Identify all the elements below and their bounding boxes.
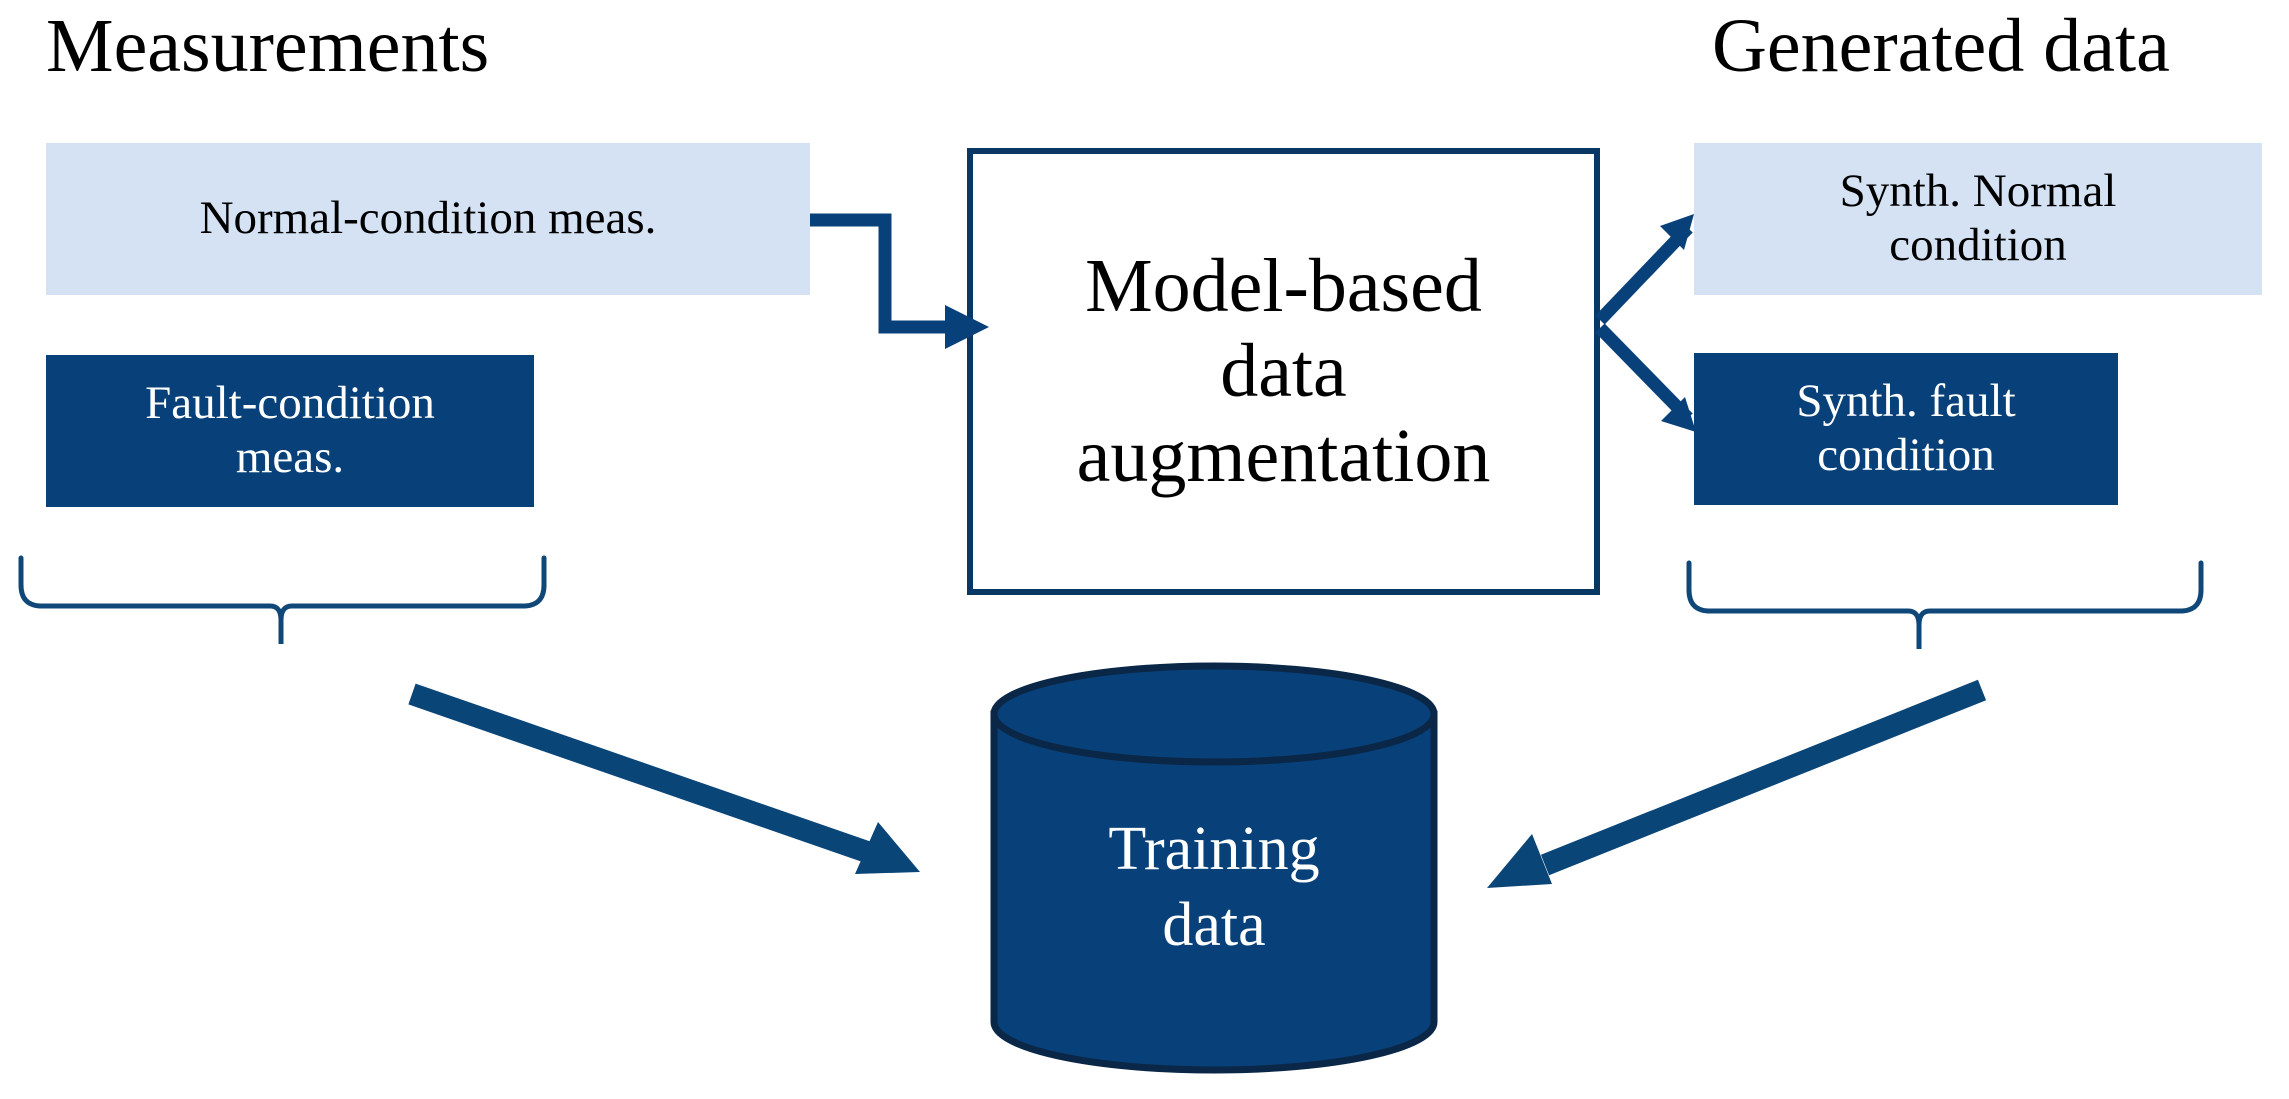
synth-normal-line2: condition [1889, 219, 2067, 271]
synth-normal-line1: Synth. Normal [1839, 165, 2117, 218]
synthetic-fault-condition-label: Synth. fault condition [1796, 375, 2015, 482]
measurements-brace [18, 555, 547, 644]
normal-condition-measurements-box[interactable]: Normal-condition meas. [46, 143, 810, 295]
synth-fault-line2: condition [1817, 429, 1995, 481]
arrow-measurements-to-training-data[interactable] [408, 683, 920, 874]
fault-condition-measurements-line2: meas. [235, 431, 345, 483]
arrow-measurements-to-training-data-shaft [408, 683, 874, 864]
measurements-title: Measurements [46, 4, 490, 88]
arrow-generated-data-to-training-data-shaft [1540, 679, 1987, 876]
synthetic-normal-condition-label: Synth. Normal condition [1840, 165, 2117, 272]
generated-data-title: Generated data [1712, 4, 2170, 88]
measurements-brace-path [18, 555, 547, 623]
fault-condition-measurements-line1: Fault-condition [145, 377, 435, 430]
connector-normal-meas-to-process-arrowhead [945, 305, 989, 349]
normal-condition-measurements-label: Normal-condition meas. [199, 192, 657, 245]
cylinder-body [990, 710, 1438, 1074]
connector-process-to-synth-normal-line [1595, 223, 1693, 325]
fault-condition-measurements-label: Fault-condition meas. [145, 377, 435, 484]
connector-process-to-synth-normal-arrowhead [1660, 214, 1694, 250]
fault-condition-measurements-box[interactable]: Fault-condition meas. [46, 355, 534, 507]
generated-data-brace-path [1686, 560, 2204, 628]
cylinder-top [990, 662, 1438, 766]
process-line-2: data [1220, 328, 1347, 413]
arrow-generated-data-to-training-data-head [1487, 834, 1552, 888]
connector-process-to-synth-fault[interactable] [1595, 323, 1696, 432]
process-line-1: Model-based [1085, 243, 1482, 328]
connector-process-to-synth-fault-line [1595, 323, 1693, 423]
connector-normal-meas-to-process[interactable] [810, 213, 989, 349]
arrow-measurements-to-training-data-head [855, 822, 920, 874]
synthetic-normal-condition-box[interactable]: Synth. Normal condition [1694, 143, 2262, 295]
synth-fault-line1: Synth. fault [1796, 375, 2016, 428]
process-line-3: augmentation [1076, 414, 1491, 499]
training-data-store[interactable]: Training data [988, 662, 1440, 1074]
model-based-data-augmentation-box[interactable]: Model-based data augmentation [967, 148, 1600, 595]
connector-process-to-synth-fault-arrowhead [1661, 397, 1696, 432]
cylinder-shape [990, 662, 1438, 1074]
model-based-data-augmentation-label: Model-based data augmentation [1077, 244, 1491, 499]
connector-process-to-synth-normal[interactable] [1595, 214, 1694, 325]
connector-normal-meas-to-process-line [810, 213, 948, 334]
synthetic-fault-condition-box[interactable]: Synth. fault condition [1694, 353, 2118, 505]
arrow-generated-data-to-training-data[interactable] [1487, 679, 1987, 888]
generated-data-brace [1686, 560, 2204, 649]
